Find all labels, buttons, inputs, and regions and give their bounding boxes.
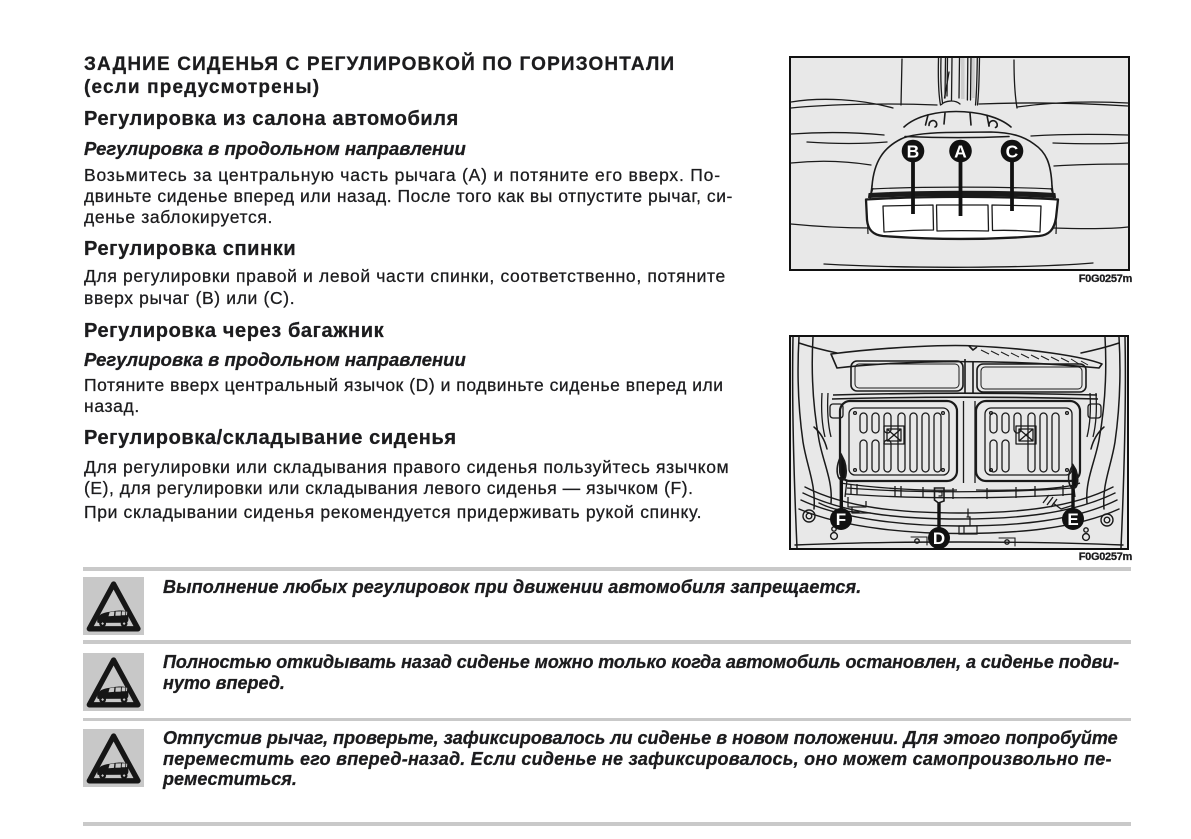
svg-text:E: E — [1067, 510, 1078, 529]
svg-text:A: A — [954, 141, 967, 161]
svg-text:F: F — [836, 510, 846, 529]
svg-text:D: D — [933, 529, 945, 548]
svg-text:C: C — [1006, 141, 1019, 161]
svg-text:B: B — [907, 141, 920, 161]
